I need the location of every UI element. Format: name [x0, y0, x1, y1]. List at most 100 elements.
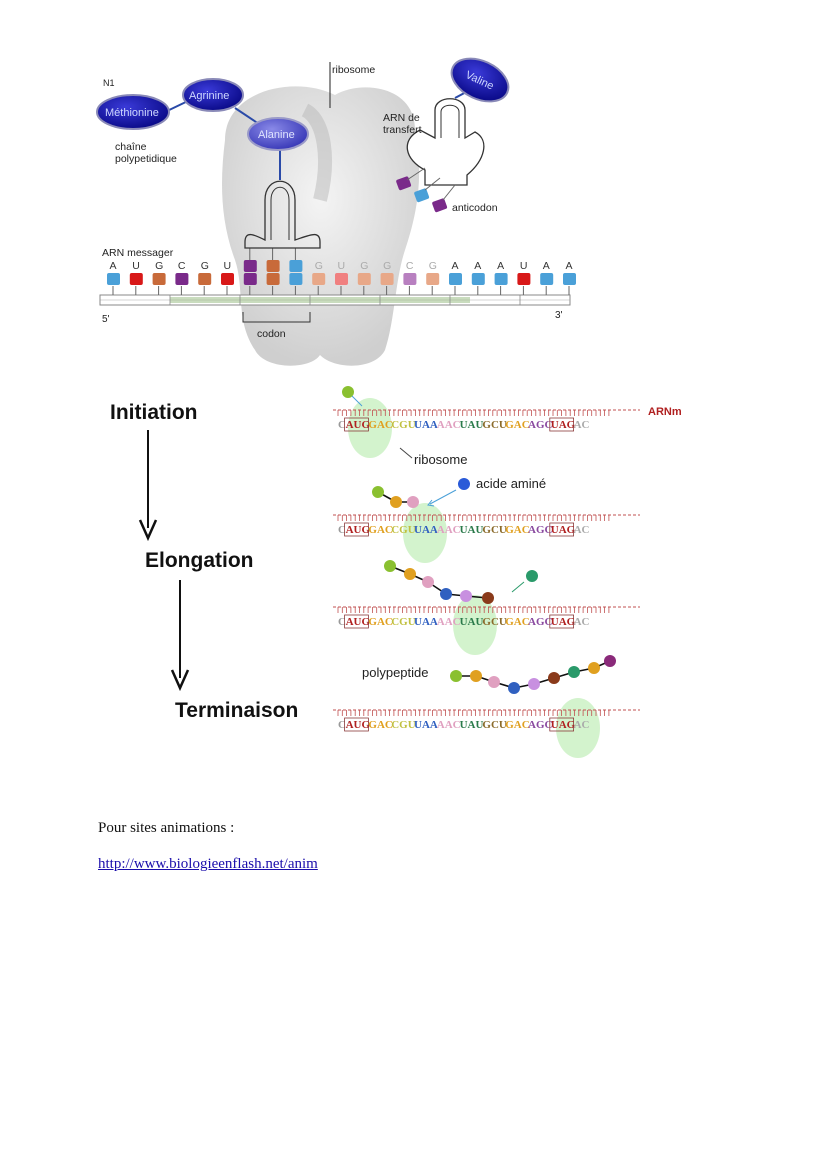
free-trna [396, 89, 485, 213]
mrna-base [335, 273, 348, 285]
amino-acid-bead [372, 486, 384, 498]
svg-text:Alanine: Alanine [258, 129, 295, 141]
mrna-base [449, 273, 462, 285]
codon-text: CGU [391, 616, 416, 628]
five-prime-label: 5' [102, 314, 110, 325]
codon-text: UAA [414, 524, 438, 536]
codon-text: AGC [528, 719, 553, 731]
amino-acid-bead [390, 496, 402, 508]
codon-text: GAC [368, 419, 393, 431]
codon-text: GCU [482, 616, 507, 628]
codon-text: UAU [460, 616, 484, 628]
mrna-base [312, 273, 326, 285]
mrna-base-letter: U [520, 260, 528, 272]
animations-link[interactable]: http://www.biologieenflash.net/anim [98, 856, 318, 872]
codon-label: codon [257, 328, 286, 340]
amino-acid-bead [548, 672, 560, 684]
stage-initiation: Initiation [110, 401, 198, 424]
acide-amine-label: acide aminé [476, 476, 546, 491]
codon-text: UAG [551, 419, 576, 431]
mrna-base [540, 273, 554, 285]
codon-text: AUG [346, 719, 371, 731]
codon-text: C [338, 616, 346, 628]
amino-acid-bead [604, 655, 616, 667]
codon-text: AAC [437, 419, 461, 431]
mrna-base [563, 273, 576, 285]
anticodon-label: anticodon [452, 202, 498, 214]
codon-text: GCU [482, 419, 507, 431]
mrna-base-letter: G [360, 260, 368, 272]
mrna-base-letter: A [497, 260, 504, 272]
codon-text: AUG [346, 419, 371, 431]
codon-bracket [242, 312, 311, 323]
ribosome [403, 503, 447, 563]
n1-label: N1 [103, 78, 115, 88]
mrna-base-letter: U [338, 260, 346, 272]
svg-text:Agrinine: Agrinine [189, 90, 229, 102]
codon-text: AAC [437, 524, 461, 536]
arnm-label: ARNm [648, 406, 682, 418]
codon-text: C [338, 524, 346, 536]
amino-acid-bead [384, 560, 396, 572]
codon-text: AC [574, 524, 590, 536]
mrna-base [221, 273, 234, 285]
codon-text: UAA [414, 419, 438, 431]
three-prime-label: 3' [555, 310, 563, 321]
mrna-base-letter: G [155, 260, 163, 272]
mrna-base [129, 273, 143, 285]
codon-text: UAG [551, 616, 576, 628]
codon-text: AC [574, 719, 590, 731]
codon-text: GAC [368, 616, 393, 628]
codon-text: GAC [505, 719, 530, 731]
mrna-base-letter: A [566, 260, 573, 272]
amino-acid-alanine: Alanine [247, 117, 309, 151]
incoming-amino-acid [526, 570, 538, 582]
codon-text: AAC [437, 719, 461, 731]
codon-text: GAC [505, 616, 530, 628]
amino-acid-bead [568, 666, 580, 678]
amino-acid-bead [470, 670, 482, 682]
mrna-base [471, 273, 485, 285]
mrna-base [517, 273, 531, 285]
mrna-base [152, 273, 166, 285]
mrna-base-letter: A [452, 260, 459, 272]
codon-text: UAU [460, 524, 484, 536]
amino-acid-agrinine: Agrinine [182, 78, 244, 112]
svg-text:Méthionine: Méthionine [105, 107, 159, 119]
codon-text: AAC [437, 616, 461, 628]
mrna-base-letter: G [201, 260, 209, 272]
stage-elongation: Elongation [145, 549, 254, 572]
arrow-down-icon [138, 430, 158, 542]
mrna-base [426, 273, 440, 285]
trna-anticodon-base [289, 260, 303, 272]
mrna-base-letter: A [543, 260, 550, 272]
codon-text: CGU [391, 719, 416, 731]
mrna-base [494, 273, 508, 285]
polypeptide-label: polypeptide [362, 665, 429, 680]
codon-text: UAG [551, 524, 576, 536]
trna-label-2: transfert [383, 124, 422, 136]
mrna-base [243, 273, 257, 285]
amino-acid-bead [528, 678, 540, 690]
mrna-base-letter: A [474, 260, 481, 272]
codon-text: AUG [346, 524, 371, 536]
amino-acid-bead [407, 496, 419, 508]
amino-acid-bead [460, 590, 472, 602]
ribosome-pointer-label: ribosome [414, 452, 467, 467]
codon-text: UAG [551, 719, 576, 731]
trna-anticodon-base [243, 260, 257, 272]
codon-text: GAC [368, 524, 393, 536]
codon-text: AGC [528, 616, 553, 628]
mrna-base [289, 273, 303, 285]
amino-acid-bead [342, 386, 354, 398]
trna-anticodon-base [266, 260, 280, 272]
codon-text: GAC [368, 719, 393, 731]
trna-label-1: ARN de [383, 112, 420, 124]
amino-acid-bead [422, 576, 434, 588]
ribosome [556, 698, 600, 758]
ribosome-label: ribosome [332, 64, 375, 76]
mrna-base-letter: G [383, 260, 391, 272]
codon-text: AGC [528, 524, 553, 536]
codon-text: AC [574, 419, 590, 431]
